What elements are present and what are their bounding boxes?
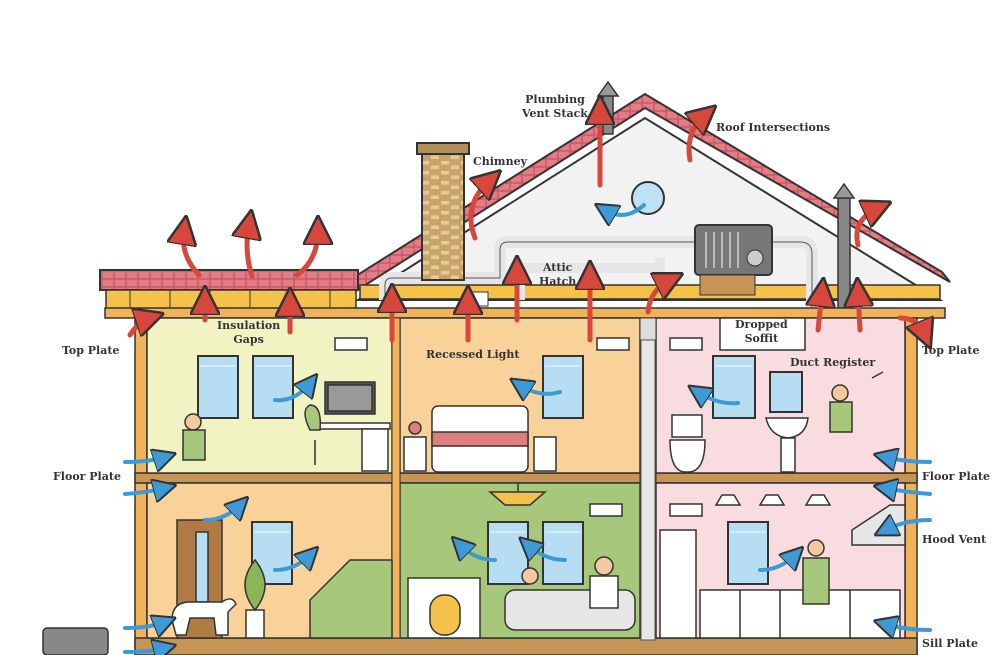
label-floor-plate-left: Floor Plate	[53, 470, 121, 483]
label-top-plate-left: Top Plate	[62, 344, 120, 357]
label-roof-intersections: Roof Intersections	[716, 121, 831, 134]
heat-loss-arrows	[127, 110, 925, 340]
drain-pipe	[640, 339, 656, 641]
kids-room-furniture	[182, 381, 391, 472]
sill-plate-beam	[134, 637, 918, 655]
label-hood-vent: Hood Vent	[922, 533, 987, 546]
label-duct-register: Duct Register	[790, 356, 876, 369]
label-insulation-gaps: Insulation Gaps	[217, 319, 281, 346]
chimney	[416, 142, 470, 281]
label-top-plate-right: Top Plate	[922, 344, 980, 357]
label-attic-hatch: Attic Hatch	[539, 261, 577, 288]
attic	[338, 92, 951, 350]
label-chimney: Chimney	[473, 155, 527, 168]
air-infiltration-arrows	[123, 205, 932, 652]
label-sill-plate: Sill Plate	[922, 637, 978, 650]
label-floor-plate-right: Floor Plate	[922, 470, 990, 483]
label-plumbing-vent-stack: Plumbing Vent Stack	[522, 93, 588, 120]
dropped-soffit-box	[719, 317, 806, 351]
living-room-furniture	[407, 483, 636, 639]
label-dropped-soffit: Dropped Soffit	[735, 318, 788, 345]
bedroom-furniture	[403, 405, 557, 473]
entry-furniture	[171, 519, 393, 639]
floor-plate-beam	[134, 472, 918, 484]
flat-roof	[99, 269, 359, 311]
bathroom-fixtures	[669, 371, 884, 473]
label-recessed-light: Recessed Light	[426, 348, 520, 361]
